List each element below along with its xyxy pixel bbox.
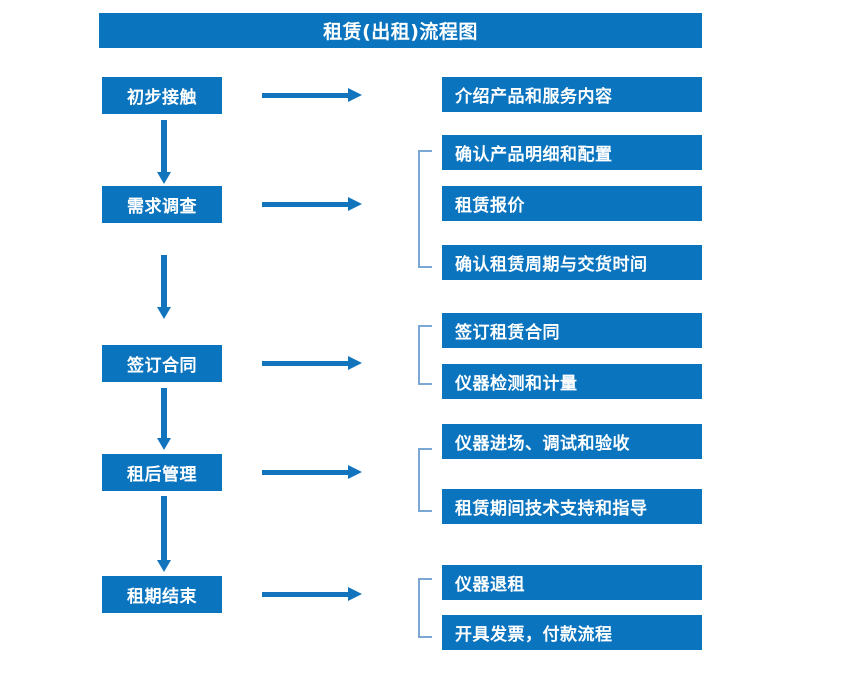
- detail-box-instrument-delivery[interactable]: 仪器进场、调试和验收: [442, 424, 702, 459]
- group-bracket-sign-contract: [418, 325, 432, 385]
- detail-box-confirm-rental-period[interactable]: 确认租赁周期与交货时间: [442, 245, 702, 280]
- vertical-arrow-3: [156, 388, 172, 450]
- vertical-arrow-4: [156, 496, 172, 572]
- horizontal-arrow-2: [262, 196, 362, 212]
- detail-box-confirm-product-details[interactable]: 确认产品明细和配置: [442, 135, 702, 170]
- group-bracket-rental-end: [418, 578, 432, 638]
- detail-box-rental-quotation[interactable]: 租赁报价: [442, 186, 702, 221]
- stage-box-needs-survey[interactable]: 需求调查: [102, 186, 222, 223]
- group-bracket-post-rental: [418, 448, 432, 512]
- detail-box-sign-rental-contract[interactable]: 签订租赁合同: [442, 313, 702, 348]
- horizontal-arrow-3: [262, 355, 362, 371]
- stage-box-sign-contract[interactable]: 签订合同: [102, 345, 222, 382]
- detail-box-introduce-products[interactable]: 介绍产品和服务内容: [442, 77, 702, 112]
- vertical-arrow-2: [156, 255, 172, 319]
- detail-box-technical-support[interactable]: 租赁期间技术支持和指导: [442, 489, 702, 524]
- detail-box-instrument-return[interactable]: 仪器退租: [442, 565, 702, 600]
- horizontal-arrow-1: [262, 87, 362, 103]
- detail-box-instrument-testing[interactable]: 仪器检测和计量: [442, 364, 702, 399]
- stage-box-initial-contact[interactable]: 初步接触: [102, 77, 222, 114]
- stage-box-rental-end[interactable]: 租期结束: [102, 576, 222, 613]
- horizontal-arrow-4: [262, 464, 362, 480]
- stage-box-post-rental-management[interactable]: 租后管理: [102, 454, 222, 491]
- detail-box-invoice-payment[interactable]: 开具发票，付款流程: [442, 615, 702, 650]
- vertical-arrow-1: [156, 120, 172, 184]
- horizontal-arrow-5: [262, 586, 362, 602]
- group-bracket-needs-survey: [418, 150, 432, 268]
- diagram-title: 租赁(出租)流程图: [99, 13, 702, 48]
